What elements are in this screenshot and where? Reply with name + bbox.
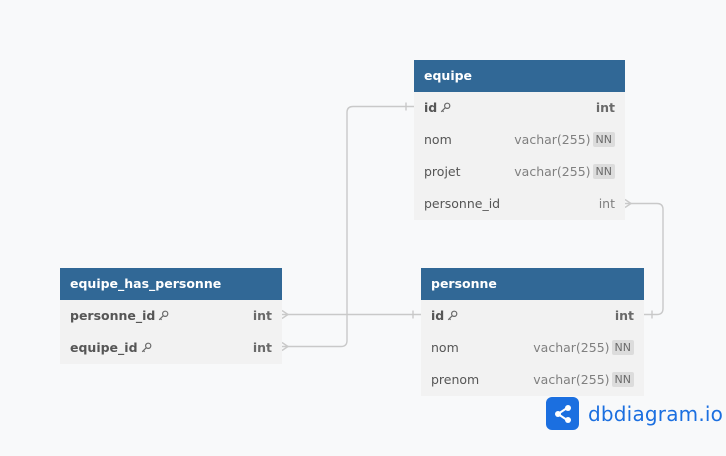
table-header[interactable]: personne — [421, 268, 644, 300]
column-type: vachar(255) — [514, 164, 591, 179]
column-name: id — [431, 308, 445, 323]
column-name: personne_id — [424, 196, 501, 211]
table-row[interactable]: equipe_id int — [60, 332, 282, 364]
column-name: equipe_id — [70, 340, 138, 355]
column-name: projet — [424, 164, 461, 179]
column-type: vachar(255) — [533, 372, 610, 387]
dbdiagram-logo-icon — [546, 397, 579, 430]
column-type: int — [252, 308, 272, 323]
relationship-equipe-personne — [625, 202, 664, 316]
table-header[interactable]: equipe — [414, 60, 625, 92]
table-row[interactable]: prenom vachar(255)NN — [421, 364, 644, 396]
many-marker — [281, 309, 290, 320]
not-null-badge: NN — [592, 164, 615, 179]
column-name: prenom — [431, 372, 480, 387]
table-row[interactable]: projet vachar(255)NN — [414, 156, 625, 188]
table-equipe[interactable]: equipe id int nom vachar(255)NN projet v… — [414, 60, 625, 220]
table-row[interactable]: id int — [414, 92, 625, 124]
not-null-badge: NN — [611, 372, 634, 387]
column-name: personne_id — [70, 308, 156, 323]
key-icon — [141, 342, 151, 353]
table-row[interactable]: id int — [421, 300, 644, 332]
column-type: vachar(255) — [533, 340, 610, 355]
column-name: id — [424, 100, 438, 115]
table-row[interactable]: personne_id int — [60, 300, 282, 332]
key-icon — [448, 310, 458, 321]
key-icon — [159, 310, 169, 321]
many-marker — [281, 341, 290, 352]
relationship-ehp-equipe — [282, 105, 414, 348]
not-null-badge: NN — [592, 132, 615, 147]
not-null-badge: NN — [611, 340, 634, 355]
column-type: vachar(255) — [514, 132, 591, 147]
brand-name: dbdiagram.io — [588, 401, 724, 426]
column-name: nom — [424, 132, 452, 147]
column-name: nom — [431, 340, 459, 355]
column-type: int — [252, 340, 272, 355]
table-header[interactable]: equipe_has_personne — [60, 268, 282, 300]
table-equipe-has-personne[interactable]: equipe_has_personne personne_id int equi… — [60, 268, 282, 364]
table-personne[interactable]: personne id int nom vachar(255)NN prenom… — [421, 268, 644, 396]
table-row[interactable]: nom vachar(255)NN — [421, 332, 644, 364]
column-type: int — [614, 308, 634, 323]
column-type: int — [595, 100, 615, 115]
table-row[interactable]: nom vachar(255)NN — [414, 124, 625, 156]
column-type: int — [598, 196, 615, 211]
table-row[interactable]: personne_id int — [414, 188, 625, 220]
brand-watermark[interactable]: dbdiagram.io — [546, 397, 723, 430]
many-marker — [624, 198, 633, 209]
key-icon — [441, 102, 451, 113]
